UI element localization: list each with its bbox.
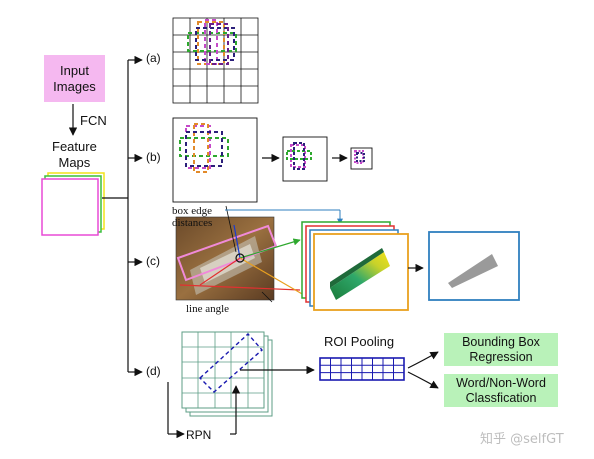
feature-maps-stack-icon [41, 172, 105, 236]
box-edge-label-line2: distances [172, 217, 213, 229]
line-angle-label: line angle [186, 303, 230, 315]
branch-a-label: (a) [146, 51, 161, 65]
input-images-label-line1: Input [60, 62, 89, 78]
feature-maps-label: Feature Maps [52, 139, 97, 171]
word-label-line2: Classfication [465, 390, 537, 405]
bounding-box-regression-box: Bounding Box Regression [444, 333, 558, 366]
input-images-box: Input Images [44, 55, 105, 102]
branch-connectors [102, 55, 143, 377]
word-label-line1: Word/Non-Word [456, 375, 546, 390]
box-edge-distances-label: box edge distances [172, 205, 212, 229]
box-edge-label-line1: box edge [172, 205, 213, 217]
word-classification-box: Word/Non-Word Classfication [444, 374, 558, 407]
branch-a-dashed-boxes [187, 19, 237, 65]
box-edge-pointer [225, 205, 237, 253]
input-images-label-line2: Images [53, 78, 96, 94]
branch-d-grid-lines [182, 332, 264, 408]
feature-maps-label-line1: Feature [52, 139, 97, 154]
branch-c-distance-lines [179, 224, 317, 303]
branch-c-geometry-maps [301, 221, 409, 311]
roi-pooling-grid [319, 357, 405, 381]
output-line-shape [448, 254, 498, 288]
branch-c-label: (c) [146, 254, 160, 268]
rpn-loop [167, 382, 241, 439]
branch-b-label: (b) [146, 150, 161, 164]
line-angle-pointer [261, 291, 273, 303]
rpn-proposal-box [198, 332, 263, 393]
branch-b-dashed-boxes [179, 123, 229, 173]
bbox-label-line2: Regression [469, 349, 533, 364]
fcn-label: FCN [80, 113, 107, 128]
rpn-label: RPN [186, 428, 212, 442]
branch-c-photo [175, 216, 278, 301]
watermark: 知乎 @selfGT [480, 432, 564, 447]
bbox-label-line1: Bounding Box [462, 334, 540, 349]
branch-b-mid-dashes [286, 142, 312, 170]
branch-b-small-dashes [354, 150, 365, 164]
pixel-marker-icon [235, 253, 245, 263]
branch-d-grid-stack [181, 331, 273, 417]
branch-d-label: (d) [146, 364, 161, 378]
roi-pooling-label: ROI Pooling [324, 334, 395, 349]
roi-output-arrows [407, 351, 439, 389]
feature-maps-label-line2: Maps [58, 155, 91, 170]
branch-a-grid [172, 17, 259, 104]
